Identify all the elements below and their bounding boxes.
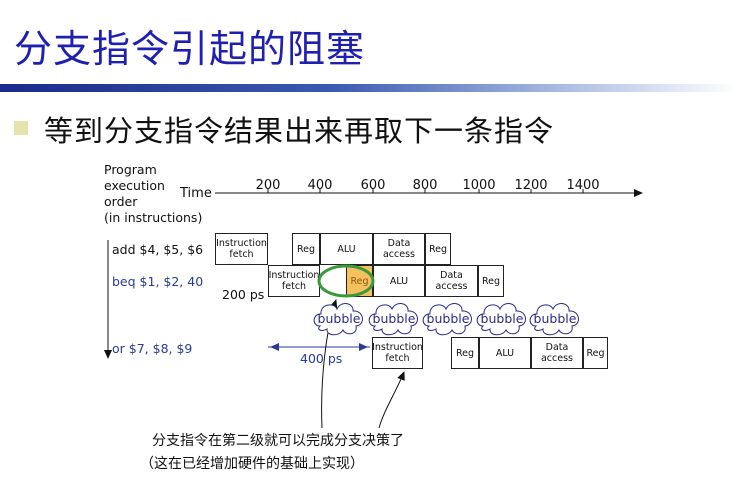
stage-reg: Reg	[583, 337, 608, 369]
stage-reg: Reg	[425, 233, 451, 265]
bullet-icon	[14, 121, 28, 135]
bubble-label: bubble	[480, 310, 524, 326]
cloud-icon	[368, 303, 418, 336]
subtitle: 等到分支指令结果出来再取下一条指令	[44, 114, 555, 148]
decision-ellipse	[317, 264, 375, 298]
axis-label: Program execution order (in instructions…	[104, 162, 204, 226]
stage-reg: Reg	[292, 233, 320, 265]
bubble: bubble	[421, 298, 475, 338]
stage-alu: ALU	[479, 337, 531, 369]
bubble-label: bubble	[426, 310, 470, 326]
time-tick: 1200	[514, 178, 548, 193]
stage-data-access: Data access	[531, 337, 583, 369]
cloud-icon	[313, 303, 363, 336]
stage-alu: ALU	[373, 265, 425, 297]
cloud-icon	[476, 303, 526, 336]
stage-alu: ALU	[320, 233, 373, 265]
time-tick: 1400	[566, 178, 600, 193]
time-tick: 800	[412, 178, 438, 193]
dim-label-200: 200 ps	[222, 287, 265, 302]
instruction-label: or $7, $8, $9	[112, 341, 193, 356]
stage-fetch: Instruction fetch	[215, 233, 268, 265]
axis-label-line: execution	[104, 178, 165, 193]
stage-data-access: Data access	[425, 265, 478, 297]
stage-reg: Reg	[478, 265, 504, 297]
stage-reg: Reg	[451, 337, 479, 369]
stage-data-access: Data access	[373, 233, 425, 265]
page-title: 分支指令引起的阻塞	[14, 27, 366, 71]
bubble-label: bubble	[317, 310, 361, 326]
note-line-1: 分支指令在第二级就可以完成分支决策了	[152, 433, 404, 449]
time-label: Time	[180, 186, 212, 201]
axis-label-line: order	[104, 194, 138, 209]
time-tick: 1000	[462, 178, 496, 193]
axis-label-line: Program	[104, 162, 157, 177]
bubble: bubble	[312, 298, 366, 338]
bubble: bubble	[528, 298, 582, 338]
stage-fetch: Instruction fetch	[372, 337, 423, 369]
instruction-label: add $4, $5, $6	[112, 242, 204, 257]
bubble-label: bubble	[372, 310, 416, 326]
bubble: bubble	[367, 298, 421, 338]
cloud-icon	[529, 303, 579, 336]
time-tick: 200	[255, 178, 281, 193]
time-tick: 400	[307, 178, 333, 193]
note-arrow-right	[378, 371, 405, 429]
bubble-label: bubble	[533, 310, 577, 326]
stage-fetch: Instruction fetch	[268, 265, 320, 297]
stage-reg-highlighted: Reg	[346, 265, 373, 297]
time-tick: 600	[360, 178, 386, 193]
title-underline	[0, 84, 737, 92]
dim-label-400: 400 ps	[300, 351, 343, 366]
instruction-label: beq $1, $2, 40	[112, 274, 204, 289]
axis-label-line: (in instructions)	[104, 210, 203, 225]
note-line-2: （这在已经增加硬件的基础上实现）	[140, 456, 364, 472]
cloud-icon	[422, 303, 472, 336]
bubble: bubble	[475, 298, 529, 338]
